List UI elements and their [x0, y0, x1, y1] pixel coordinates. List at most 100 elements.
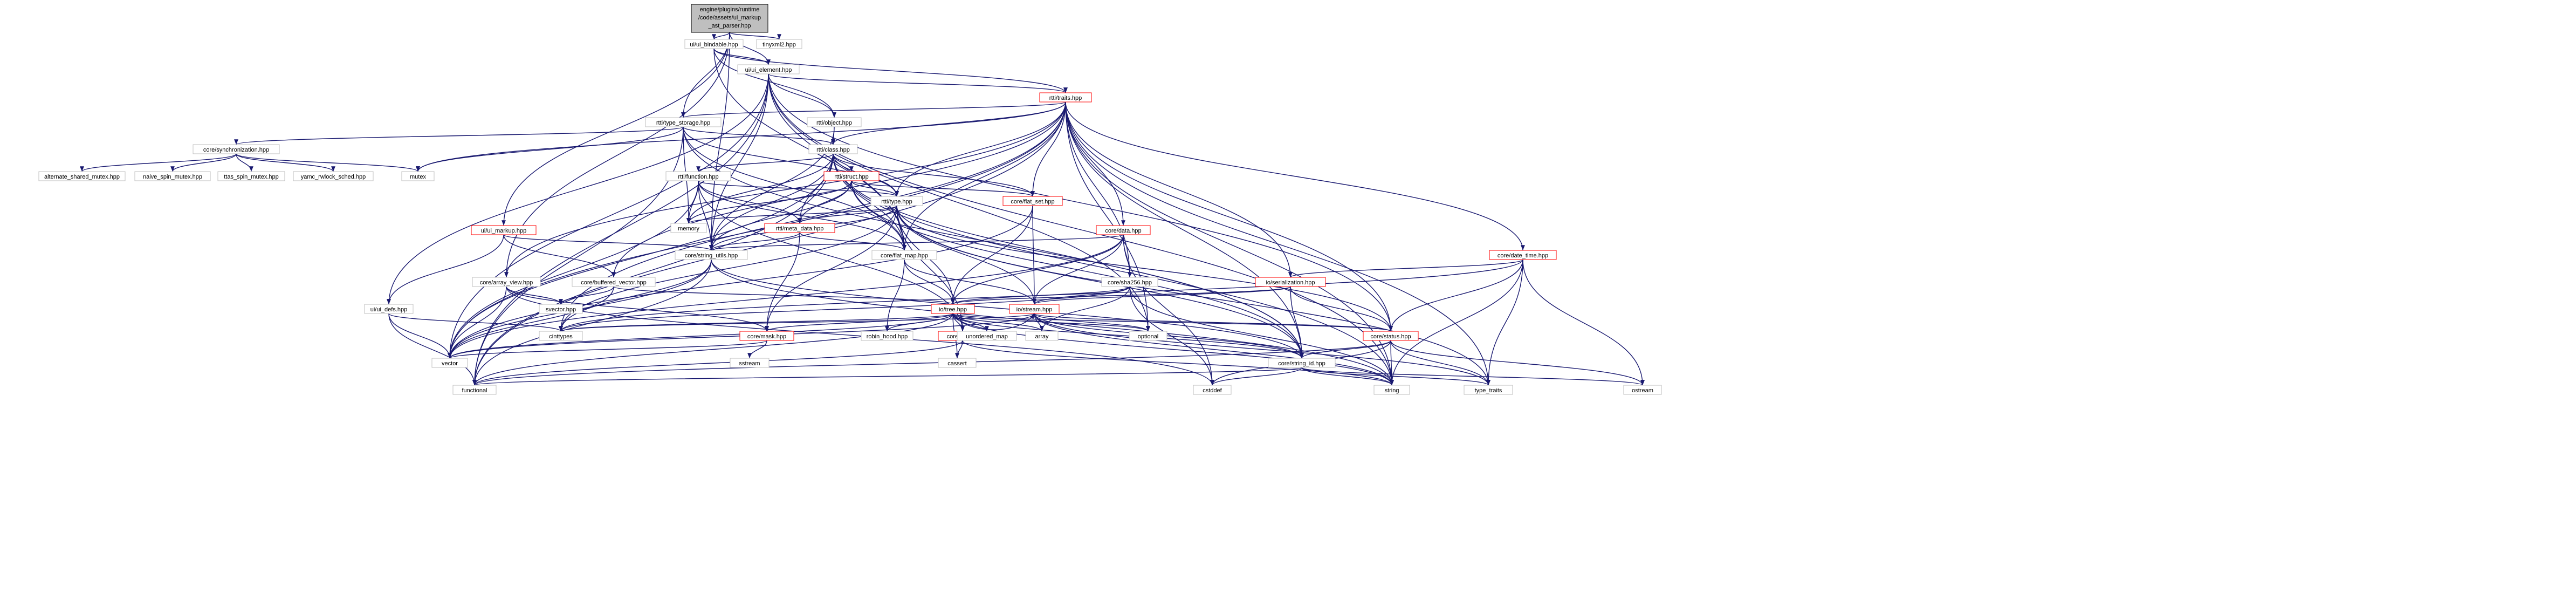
node-box-naive_spin [134, 171, 211, 181]
node-core_date_time[interactable]: core/date_time.hpp [1489, 250, 1557, 260]
node-core_array_view[interactable]: core/array_view.hpp [472, 277, 541, 287]
node-core_data[interactable]: core/data.hpp [1096, 225, 1151, 235]
edge-core_flat_map-to-io_stream [904, 259, 1036, 305]
node-core_sha256[interactable]: core/sha256.hpp [1101, 277, 1158, 287]
edge-rtti_meta_data-to-core_string_utils [709, 232, 800, 251]
node-label-sstream: sstream [739, 360, 760, 367]
edge-core_flat_set-to-io_stream [1032, 205, 1036, 305]
node-yamc: yamc_rwlock_sched.hpp [293, 171, 374, 181]
node-rtti_type_storage[interactable]: rtti/type_storage.hpp [645, 117, 722, 127]
node-label-rtti_class: rtti/class.hpp [816, 147, 850, 153]
edge-rtti_type-to-core_status [896, 205, 1393, 332]
edge-rtti_struct-to-memory [686, 180, 852, 224]
edge-rtti_function-to-core_ref [698, 180, 965, 332]
node-core_string_utils[interactable]: core/string_utils.hpp [675, 250, 748, 260]
node-rtti_class[interactable]: rtti/class.hpp [808, 144, 858, 154]
edge-rtti_traits-to-rtti_type_storage [681, 101, 1066, 118]
node-box-io_tree [931, 304, 975, 314]
node-ui_defs[interactable]: ui/ui_defs.hpp [364, 304, 414, 314]
node-label-core_string_id: core/string_id.hpp [1278, 360, 1325, 367]
node-sstream: sstream [730, 358, 770, 368]
nodes-layer: engine/plugins/runtime/code/assets/ui_ma… [38, 4, 1662, 395]
edge-rtti_class-to-functional [472, 153, 834, 386]
edge-core_string_id-to-type_traits [1301, 367, 1490, 386]
node-label-core_date_time: core/date_time.hpp [1497, 253, 1548, 259]
node-label-core_flat_map: core/flat_map.hpp [881, 253, 928, 259]
node-label-optional: optional [1138, 333, 1159, 340]
node-box-io_serialization [1255, 277, 1326, 287]
node-box-rtti_type_storage [645, 117, 722, 127]
node-box-rtti_class [808, 144, 858, 154]
node-box-rtti_meta_data [764, 223, 835, 233]
edge-core_sync-to-naive_spin [170, 153, 237, 172]
node-box-robin_hood [861, 331, 913, 341]
edge-core_string_id-to-ostream [1301, 367, 1645, 386]
node-root[interactable]: engine/plugins/runtime/code/assets/ui_ma… [691, 4, 768, 33]
node-ui_bindable[interactable]: ui/ui_bindable.hpp [684, 39, 744, 49]
node-io_stream[interactable]: io/stream.hpp [1009, 304, 1060, 314]
node-core_string_id[interactable]: core/string_id.hpp [1268, 358, 1336, 368]
edge-root-to-ui_bindable [712, 32, 730, 40]
node-optional: optional [1129, 331, 1167, 341]
node-robin_hood: robin_hood.hpp [861, 331, 913, 341]
edge-io_tree-to-string [952, 313, 1394, 386]
edge-io_stream-to-core_status [1034, 313, 1393, 332]
node-label-ui_bindable: ui/ui_bindable.hpp [690, 42, 738, 48]
node-core_sync[interactable]: core/synchronization.hpp [193, 144, 280, 154]
node-rtti_traits[interactable]: rtti/traits.hpp [1039, 92, 1092, 103]
edge-rtti_class-to-string [833, 153, 1394, 386]
edge-ui_element-to-functional [472, 73, 769, 386]
edge-rtti_type_storage-to-core_sync [234, 126, 684, 145]
node-box-type_traits [1464, 385, 1513, 395]
node-rtti_object[interactable]: rtti/object.hpp [807, 117, 862, 127]
edge-core_sha256-to-string [1129, 286, 1394, 386]
edge-rtti_traits-to-core_date_time [1065, 101, 1525, 251]
edge-core_string_id-to-string [1301, 367, 1394, 386]
edge-rtti_traits-to-core_array_view [504, 101, 1066, 278]
edge-core_ref-to-cassert [955, 340, 963, 359]
node-rtti_struct[interactable]: rtti/struct.hpp [823, 171, 880, 181]
node-io_tree[interactable]: io/tree.hpp [931, 304, 975, 314]
edge-core_date_time-to-type_traits [1486, 259, 1523, 386]
edge-ui_bindable-to-ui_element [713, 48, 771, 65]
edge-core_date_time-to-io_serialization [1288, 259, 1523, 278]
edge-core_buffered_vector-to-svector [559, 286, 614, 305]
node-core_flat_map[interactable]: core/flat_map.hpp [871, 250, 937, 260]
edge-core_status-to-string [1390, 340, 1394, 386]
edge-core_string_utils-to-cinttypes [559, 259, 712, 332]
edge-rtti_traits-to-core_status [1065, 101, 1393, 332]
node-label-rtti_type_storage: rtti/type_storage.hpp [656, 120, 710, 126]
node-label-core_sha256: core/sha256.hpp [1108, 279, 1152, 286]
edge-rtti_struct-to-core_flat_map [851, 180, 906, 251]
edge-rtti_function-to-vector [448, 180, 699, 359]
node-core_buffered_vector[interactable]: core/buffered_vector.hpp [572, 277, 656, 287]
node-box-cstddef [1193, 385, 1232, 395]
node-array: array [1025, 331, 1059, 341]
node-box-ttas_spin [217, 171, 285, 181]
node-label-rtti_function: rtti/function.hpp [678, 174, 718, 180]
node-label-cassert: cassert [947, 360, 966, 367]
node-ui_element[interactable]: ui/ui_element.hpp [737, 64, 800, 74]
edge-core_string_utils-to-core_string_id [711, 259, 1304, 359]
node-rtti_meta_data[interactable]: rtti/meta_data.hpp [764, 223, 835, 233]
node-label-rtti_struct: rtti/struct.hpp [834, 174, 869, 180]
edge-ui_element-to-core_string_utils [709, 73, 769, 251]
edge-io_serialization-to-core_status [1290, 286, 1393, 332]
node-core_status[interactable]: core/status.hpp [1363, 331, 1419, 341]
node-label-svector: svector.hpp [546, 306, 576, 313]
node-core_flat_set[interactable]: core/flat_set.hpp [1002, 196, 1063, 206]
node-rtti_type[interactable]: rtti/type.hpp [870, 196, 923, 206]
edge-io_stream-to-core_string_id [1034, 313, 1304, 359]
edge-core_data-to-core_string_utils [709, 234, 1124, 251]
edge-ui_bindable-to-rtti_object [713, 48, 836, 118]
edge-rtti_traits-to-vector [448, 101, 1066, 359]
edge-io_tree-to-core_mask [765, 313, 953, 332]
node-cstddef: cstddef [1193, 385, 1232, 395]
node-ui_markup[interactable]: ui/ui_markup.hpp [471, 225, 537, 235]
node-io_serialization[interactable]: io/serialization.hpp [1255, 277, 1326, 287]
node-label-core_array_view: core/array_view.hpp [480, 279, 533, 286]
node-label-ui_element: ui/ui_element.hpp [745, 67, 792, 73]
node-rtti_function[interactable]: rtti/function.hpp [665, 171, 731, 181]
node-core_mask[interactable]: core/mask.hpp [739, 331, 794, 341]
edge-rtti_type-to-cinttypes [559, 205, 897, 332]
